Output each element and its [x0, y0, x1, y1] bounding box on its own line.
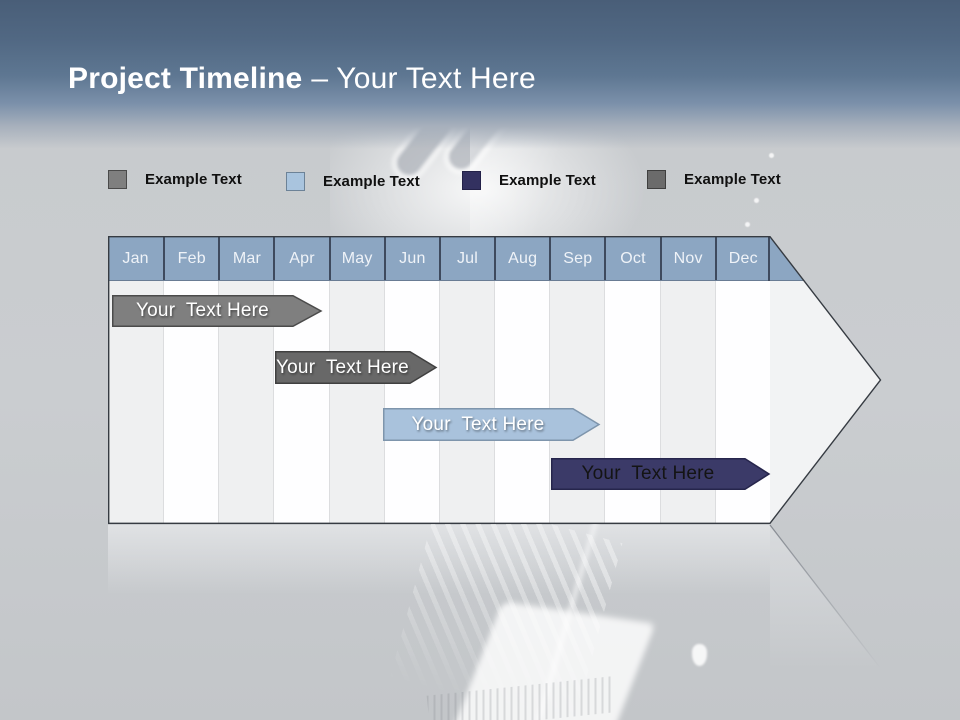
month-cell: Sep — [549, 236, 604, 280]
month-cell: Feb — [163, 236, 218, 280]
gantt-bar: Your Text Here — [383, 408, 601, 441]
background-comb-artifact — [383, 494, 623, 720]
month-cell: Nov — [659, 236, 715, 280]
legend: Example Text Example Text Example Text E… — [0, 170, 960, 194]
month-label: Nov — [673, 250, 703, 267]
month-cell: Jul — [438, 236, 494, 280]
legend-swatch — [286, 172, 305, 191]
gantt-bar: Your Text Here — [551, 458, 771, 490]
month-cell: Oct — [604, 236, 659, 280]
month-header: Jan Feb Mar Apr May Jun Jul Aug Sep Oct Nov Dec — [108, 236, 881, 281]
page-title-bold: Project Timeline — [68, 62, 303, 95]
legend-swatch — [462, 171, 481, 190]
month-label: Mar — [232, 250, 261, 267]
month-header-end-divider — [768, 236, 770, 281]
background-dot-artifact — [769, 153, 774, 158]
legend-item: Example Text — [108, 170, 242, 189]
legend-label: Example Text — [684, 171, 781, 188]
bar-label: Your Text Here — [276, 356, 409, 378]
month-cell: Jan — [108, 236, 163, 280]
bar-label: Your Text Here — [136, 300, 269, 321]
legend-label: Example Text — [499, 172, 596, 189]
background-grille-artifact — [426, 676, 615, 720]
background-droplet-artifact — [692, 644, 707, 666]
month-cell: Aug — [494, 236, 549, 280]
gantt-bar: Your Text Here — [275, 351, 438, 384]
page-title: Project Timeline– Your Text Here — [68, 60, 536, 98]
month-cell: Apr — [273, 236, 328, 280]
legend-swatch — [108, 170, 127, 189]
bar-label: Your Text Here — [581, 463, 715, 484]
bar-label: Your Text Here — [411, 413, 545, 435]
month-label: Feb — [177, 250, 206, 267]
legend-item: Example Text — [462, 171, 596, 190]
month-label: Dec — [728, 250, 758, 267]
page-title-rest: – Your Text Here — [311, 62, 536, 95]
legend-item: Example Text — [286, 172, 420, 191]
month-label: Sep — [563, 250, 593, 267]
legend-label: Example Text — [145, 171, 242, 188]
month-label: Aug — [508, 250, 538, 267]
month-cell: Mar — [218, 236, 273, 280]
month-label: Apr — [289, 250, 315, 267]
legend-swatch — [647, 170, 666, 189]
gantt-bar: Your Text Here — [112, 295, 323, 327]
month-label: Jul — [456, 250, 479, 267]
background-dot-artifact — [745, 222, 750, 227]
title-band: Project Timeline– Your Text Here — [0, 0, 960, 152]
month-cell: May — [328, 236, 384, 280]
month-label: Jan — [122, 250, 149, 267]
legend-label: Example Text — [323, 173, 420, 190]
legend-item: Example Text — [647, 170, 781, 189]
background-comb-edge-artifact — [536, 511, 601, 720]
month-label: Oct — [620, 250, 646, 267]
month-cell: Jun — [383, 236, 439, 280]
background-highlight-artifact — [452, 601, 656, 720]
month-cell: Dec — [714, 236, 770, 280]
background-dot-artifact — [754, 198, 759, 203]
timeline-reflection — [108, 524, 882, 670]
month-label: May — [341, 250, 373, 267]
month-label: Jun — [399, 250, 426, 267]
